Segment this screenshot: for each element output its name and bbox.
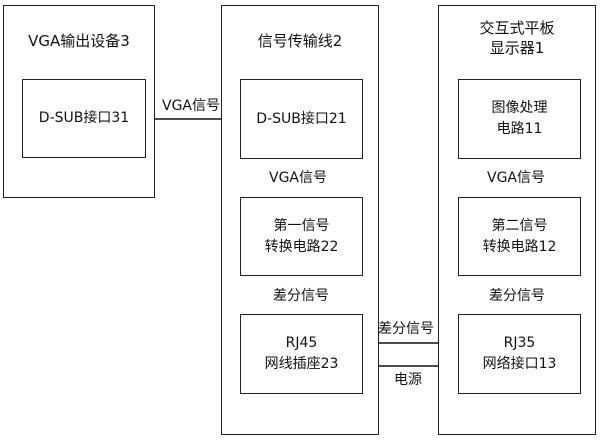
vga-output-device-title: VGA输出设备3: [28, 32, 130, 50]
rj45-line2: 网线插座23: [264, 356, 339, 372]
second-signal-converter: 第二信号 转换电路12: [458, 197, 581, 276]
image-circuit-line2: 电路11: [496, 121, 543, 137]
dsub-interface-31: D-SUB接口31: [22, 79, 146, 158]
panel-vga-label: VGA信号: [486, 169, 547, 187]
signal-cable-title: 信号传输线2: [257, 32, 343, 50]
dsub-interface-21-label: D-SUB接口21: [256, 110, 347, 127]
image-processing-circuit: 图像处理 电路11: [458, 79, 581, 159]
panel-diff-label: 差分信号: [488, 287, 546, 305]
dsub-interface-21: D-SUB接口21: [240, 79, 363, 159]
rj45-line1: RJ45: [285, 335, 318, 351]
diff-link-label: 差分信号: [378, 321, 434, 337]
image-circuit-line1: 图像处理: [491, 100, 548, 116]
second-converter-line2: 转换电路12: [482, 238, 557, 255]
dsub-interface-31-label: D-SUB接口31: [38, 110, 130, 126]
cable-vga-label: VGA信号: [268, 169, 329, 187]
cable-diff-label: 差分信号: [272, 287, 330, 305]
rj35-network-port: RJ35 网络接口13: [458, 314, 581, 394]
first-signal-converter: 第一信号 转换电路22: [240, 197, 363, 276]
panel-title-line1: 交互式平板: [479, 19, 555, 37]
rj35-line1: RJ35: [503, 335, 536, 351]
rj35-line2: 网络接口13: [482, 356, 557, 372]
vga-link-label: VGA信号: [162, 98, 221, 114]
panel-title-line2: 显示器1: [489, 39, 545, 57]
panel-title: 交互式平板 显示器1: [439, 18, 595, 58]
first-converter-line1: 第一信号: [273, 217, 330, 234]
rj45-socket: RJ45 网线插座23: [240, 314, 363, 394]
power-label: 电源: [394, 372, 422, 388]
first-converter-line2: 转换电路22: [264, 238, 339, 255]
second-converter-line1: 第二信号: [491, 217, 548, 234]
